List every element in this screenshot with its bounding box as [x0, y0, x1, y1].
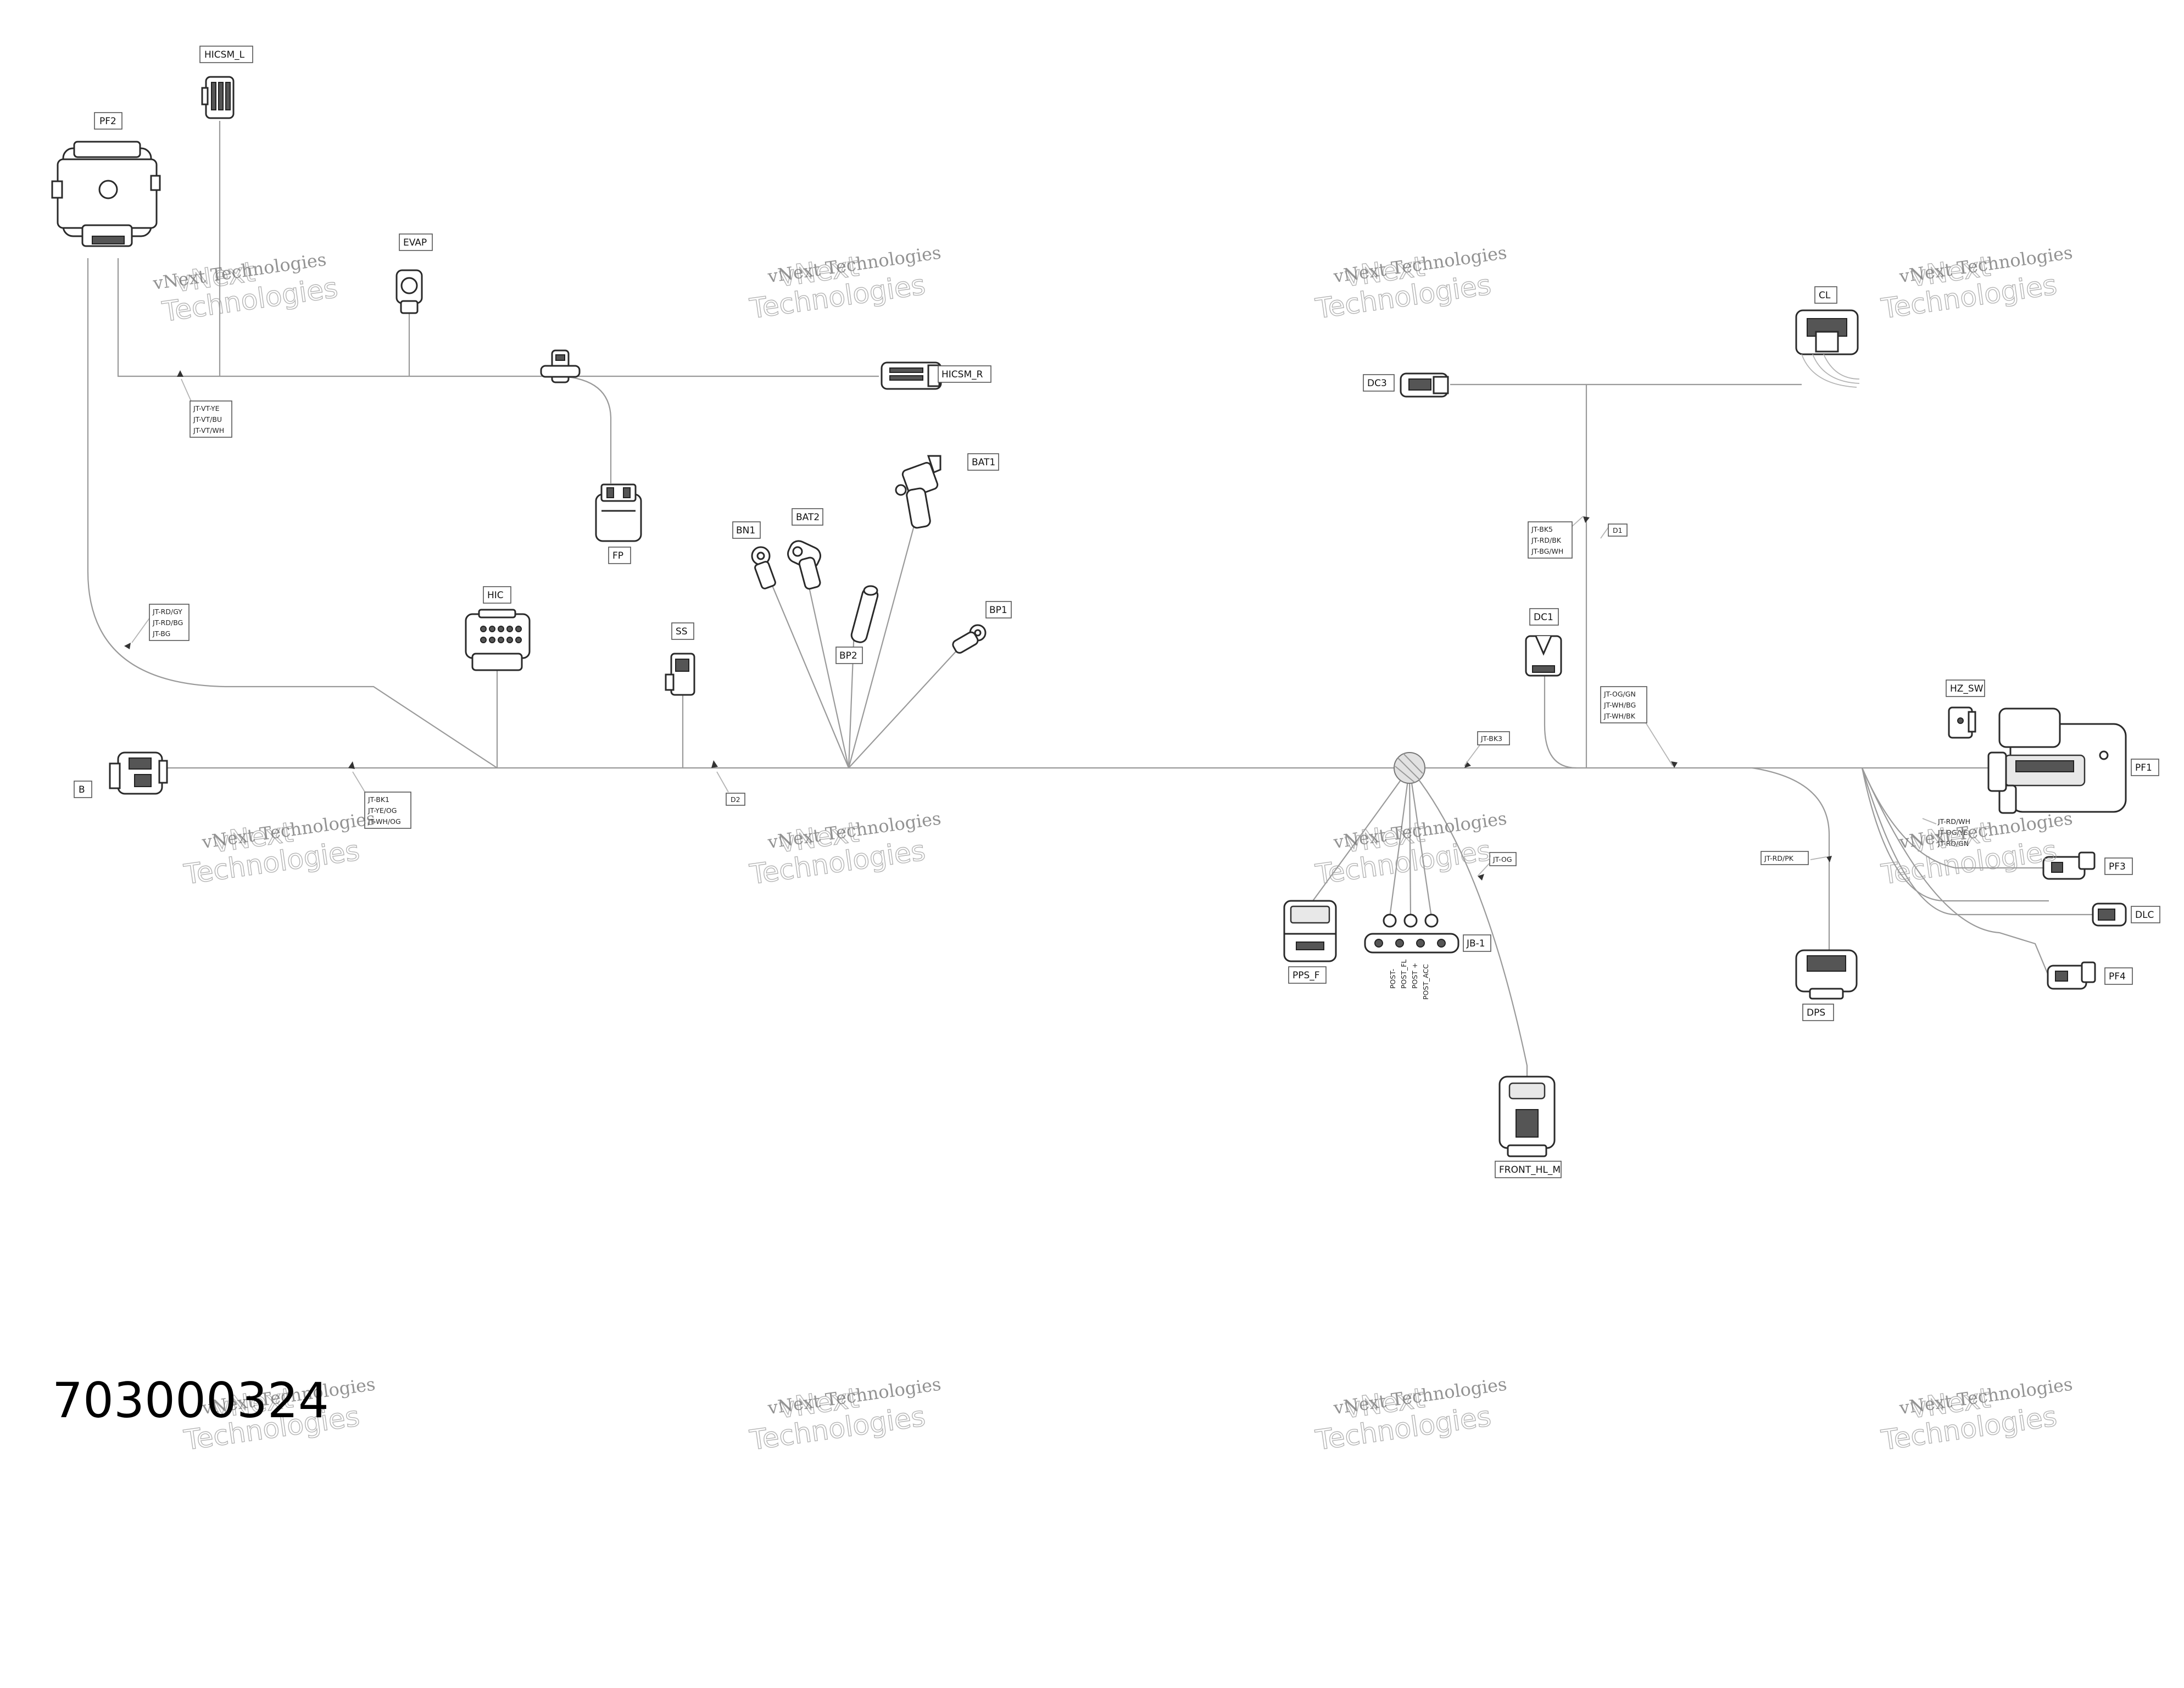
- label-cl: CL: [1819, 290, 1831, 301]
- wire-label: JT-BG/WH: [1531, 547, 1563, 555]
- terminal-bat1: BAT1: [895, 453, 999, 529]
- wire-label: JT-BG: [152, 629, 170, 638]
- wire-label: JT-RD/GN: [1937, 839, 1969, 848]
- label-evap: EVAP: [403, 237, 427, 248]
- junction-block-jb1: JB-1 POST- POST_FL POST + POST_ACC: [1364, 913, 1491, 1000]
- label-hic: HIC: [487, 590, 504, 601]
- label-hz-sw: HZ_SW: [1950, 683, 1984, 694]
- label-bat1: BAT1: [972, 457, 995, 468]
- connector-front-hl-m: FRONT_HL_M: [1495, 1076, 1562, 1178]
- label-jb1: JB-1: [1466, 938, 1485, 949]
- label-hicsm-r: HICSM_R: [941, 369, 983, 380]
- connector-fp: FP: [595, 483, 642, 564]
- harness-wires: [87, 121, 2093, 1077]
- terminal-bat2: BAT2: [787, 508, 823, 590]
- connector-pf2: PF2: [51, 112, 161, 247]
- jb-post-label: POST-: [1389, 969, 1397, 989]
- wire-label: JT-RD/BG: [152, 619, 183, 627]
- wire-label: JT-OG/YE: [1937, 828, 1968, 837]
- connector-dc3: DC3: [1363, 372, 1449, 398]
- label-bat2: BAT2: [796, 512, 820, 523]
- wire-label: JT-RD/GY: [152, 608, 182, 616]
- splice-d2: D2: [731, 795, 740, 804]
- label-dps: DPS: [1807, 1007, 1825, 1018]
- splice-markers: D1 D2: [716, 523, 1628, 806]
- label-ss: SS: [676, 626, 688, 637]
- terminal-bp2: BP2: [835, 585, 879, 664]
- wire-label: JT-RD/BK: [1531, 536, 1562, 544]
- connector-dc1: DC1: [1525, 608, 1562, 677]
- connector-hicsm-r: HICSM_R: [881, 361, 991, 390]
- wire-label: JT-OG/GN: [1603, 690, 1636, 698]
- label-dc1: DC1: [1534, 612, 1553, 623]
- connector-hz-sw: HZ_SW: [1946, 679, 1985, 739]
- label-dc3: DC3: [1367, 378, 1387, 389]
- connector-pps-f: PPS_F: [1283, 900, 1337, 984]
- connector-pf4: PF4: [2047, 961, 2133, 990]
- connector-dps: DPS: [1795, 949, 1858, 1021]
- connector-hic: HIC: [465, 586, 531, 671]
- label-pf2: PF2: [99, 116, 116, 127]
- connector-dlc: DLC: [2092, 903, 2160, 927]
- part-number: 703000324: [52, 1372, 329, 1429]
- terminal-bn1: BN1: [732, 521, 776, 589]
- wire-label: JT-YE/OG: [367, 806, 397, 815]
- wire-label: JT-RD/PK: [1764, 854, 1794, 862]
- connector-hicsm-l: HICSM_L: [199, 46, 253, 119]
- wire-label: JT-VT/BU: [193, 415, 222, 424]
- connector-cl: CL: [1795, 286, 1860, 388]
- wire-label: JT-WH/BK: [1603, 712, 1636, 720]
- wire-label: JT-OG: [1492, 855, 1512, 864]
- harness-clip: [540, 349, 581, 383]
- connector-pf3: PF3: [2042, 851, 2133, 880]
- splice-junction: [1394, 752, 1425, 784]
- wire-direction-arrows: [124, 370, 1832, 881]
- connector-evap: EVAP: [395, 233, 433, 314]
- label-pf3: PF3: [2109, 861, 2126, 872]
- label-pf1: PF1: [2135, 762, 2152, 773]
- connector-ss: SS: [665, 622, 695, 696]
- connector-pf1: PF1: [1987, 707, 2159, 814]
- wire-label: JT-VT/WH: [193, 426, 224, 434]
- wire-label: JT-VT-YE: [193, 404, 220, 413]
- wire-label: JT-RD/WH: [1937, 817, 1970, 826]
- jb-post-label: POST_ACC: [1422, 964, 1430, 1000]
- label-fp: FP: [612, 550, 623, 561]
- terminal-bp1: BP1: [952, 601, 1012, 654]
- label-hicsm-l: HICSM_L: [204, 49, 245, 60]
- label-front-hl-m: FRONT_HL_M: [1499, 1165, 1561, 1176]
- jb-post-label: POST_FL: [1400, 960, 1408, 989]
- wire-label: JT-WH/BG: [1603, 701, 1636, 709]
- label-bp1: BP1: [989, 605, 1007, 616]
- label-bn1: BN1: [736, 525, 755, 536]
- wire-group-labels: JT-VT-YE JT-VT/BU JT-VT/WH JT-RD/GY JT-R…: [131, 378, 1970, 877]
- jb-post-label: POST +: [1411, 963, 1419, 989]
- wire-label: JT-BK5: [1531, 525, 1553, 533]
- label-bp2: BP2: [839, 650, 857, 661]
- label-pf4: PF4: [2109, 971, 2126, 982]
- wire-label: JT-WH/OG: [367, 817, 401, 826]
- connector-b: B: [74, 751, 168, 798]
- wire-label: JT-BK1: [367, 795, 389, 804]
- label-dlc: DLC: [2135, 910, 2154, 921]
- label-pps-f: PPS_F: [1292, 970, 1320, 981]
- splice-d1: D1: [1613, 526, 1623, 534]
- label-b: B: [79, 784, 85, 795]
- watermarks: vNext Technologies vNext Technologies vN…: [151, 242, 2074, 1457]
- wire-label: JT-BK3: [1480, 734, 1502, 743]
